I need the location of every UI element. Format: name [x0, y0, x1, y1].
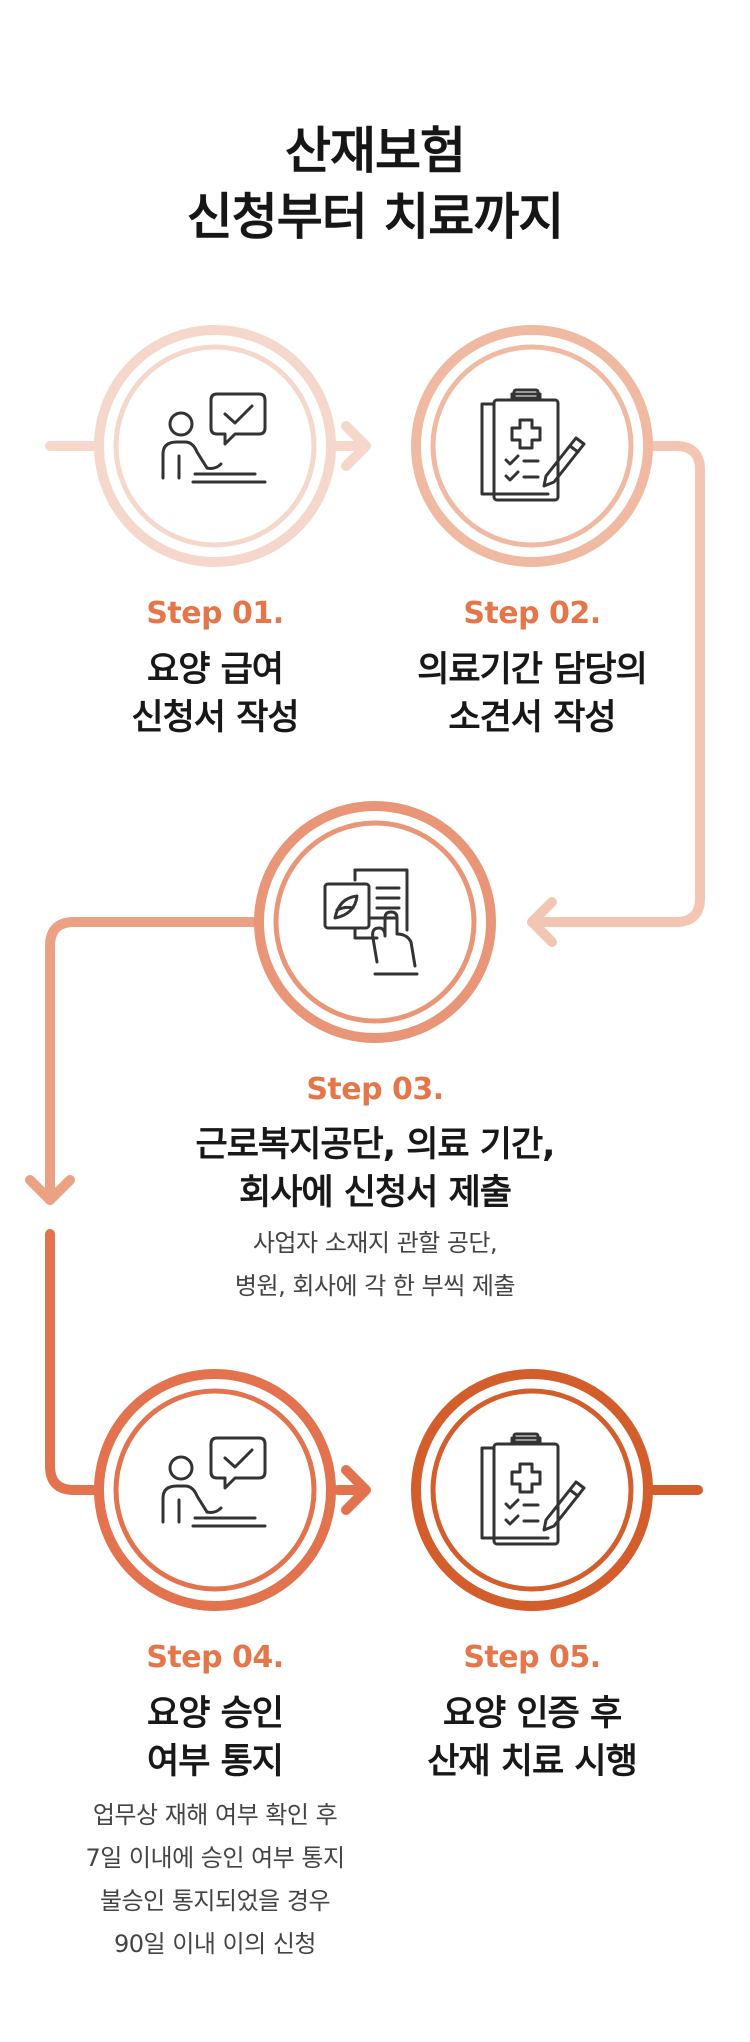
- step-5-title-line-1: 요양 인증 후: [442, 1694, 622, 1734]
- step-1-title-line-1: 요양 급여: [147, 650, 284, 690]
- step-5-title: 요양 인증 후 산재 치료 시행: [372, 1690, 692, 1786]
- step-2-title-line-2: 소견서 작성: [448, 698, 616, 738]
- step-4-title: 요양 승인 여부 통지: [55, 1690, 375, 1786]
- person-chat-icon: [155, 1430, 275, 1550]
- medical-clipboard-icon: [472, 386, 592, 506]
- medical-clipboard-icon: [472, 1430, 592, 1550]
- step-2-label: Step 02.: [463, 596, 601, 631]
- person-chat-icon: [155, 386, 275, 506]
- step-4-desc-line-1: 업무상 재해 여부 확인 후: [92, 1801, 338, 1829]
- step-5-label: Step 05.: [463, 1640, 601, 1675]
- connector-step1-step2: [333, 421, 371, 471]
- step-3-description: 사업자 소재지 관할 공단, 병원, 회사에 각 한 부씩 제출: [155, 1222, 595, 1308]
- step-4-desc-line-3: 불승인 통지되었을 경우: [99, 1887, 331, 1915]
- hand-document-icon: [315, 862, 435, 982]
- step-4-title-line-2: 여부 통지: [147, 1742, 284, 1782]
- connector-step3-step4: [25, 917, 261, 1205]
- step-4-label: Step 04.: [146, 1640, 284, 1675]
- step-3-desc-line-1: 사업자 소재지 관할 공단,: [252, 1229, 498, 1257]
- step-4-description: 업무상 재해 여부 확인 후 7일 이내에 승인 여부 통지 불승인 통지되었을…: [30, 1794, 400, 1966]
- step-1-label: Step 01.: [146, 596, 284, 631]
- step-3-title: 근로복지공단, 의료 기간, 회사에 신청서 제출: [95, 1121, 655, 1217]
- step-1-title-line-2: 신청서 작성: [131, 698, 299, 738]
- step-3-desc-line-2: 병원, 회사에 각 한 부씩 제출: [234, 1272, 516, 1300]
- step-5-title-line-2: 산재 치료 시행: [427, 1742, 638, 1782]
- step-3-title-line-2: 회사에 신청서 제출: [239, 1173, 512, 1213]
- step-2-title-line-1: 의료기간 담당의: [417, 650, 648, 690]
- connector-step2-step3: [527, 441, 705, 947]
- connector-step4-in: [45, 1229, 101, 1495]
- step-3-label: Step 03.: [306, 1072, 444, 1107]
- connector-step4-step5: [333, 1465, 371, 1515]
- step-1-title: 요양 급여 신청서 작성: [55, 646, 375, 742]
- step-3-title-line-1: 근로복지공단, 의료 기간,: [195, 1125, 556, 1165]
- step-4-desc-line-2: 7일 이내에 승인 여부 통지: [85, 1844, 345, 1872]
- page-title: 산재보험 신청부터 치료까지: [0, 118, 750, 250]
- page-title-line-2: 신청부터 치료까지: [186, 188, 564, 246]
- step-2-title: 의료기간 담당의 소견서 작성: [372, 646, 692, 742]
- page-title-line-1: 산재보험: [285, 122, 466, 180]
- step-3-ring: [254, 801, 496, 1043]
- step-4-title-line-1: 요양 승인: [147, 1694, 284, 1734]
- step-4-desc-line-4: 90일 이내 이의 신청: [114, 1930, 317, 1958]
